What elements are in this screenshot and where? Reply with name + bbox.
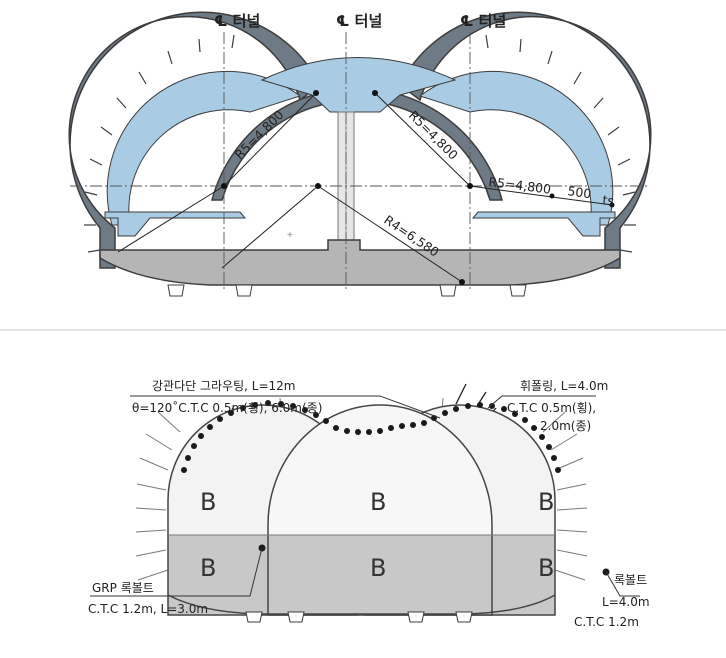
bottom-footing-3 xyxy=(455,611,473,623)
zone-label-lower-right: B xyxy=(538,554,554,582)
center-large-tunnel-lower xyxy=(267,535,493,616)
top-rock-bolts xyxy=(84,34,636,253)
left-tunnel-shell xyxy=(68,11,321,269)
rockbolt-note-line1: 록볼트 xyxy=(614,573,647,587)
leader-lines xyxy=(90,395,640,597)
zone-label-upper-center: B xyxy=(370,488,386,516)
bottom-footing-4 xyxy=(407,611,425,623)
rockbolt-note-line2: L=4.0m xyxy=(602,595,650,609)
grouting-dots xyxy=(181,400,610,576)
survey-marker: + xyxy=(287,230,293,241)
offset-label: 500 xyxy=(567,183,593,201)
grouting-note-line1: 강관다단 그라우팅, L=12m xyxy=(152,379,295,393)
rockbolt-note-line3: C.T.C 1.2m xyxy=(574,615,639,629)
radius-points xyxy=(221,90,615,285)
footing-4 xyxy=(509,284,527,297)
zone-label-upper-right: B xyxy=(538,488,554,516)
radius-lines xyxy=(117,92,613,283)
top-tunnel-section: + ℄ 터널 ℄ 터널 ℄ 터널 R5=4,800 R5=4,800 R5=4,… xyxy=(68,11,652,297)
centerline-label-right: ℄ 터널 xyxy=(460,12,506,30)
zone-label-lower-center: B xyxy=(370,554,386,582)
center-large-tunnel-upper xyxy=(267,404,493,535)
left-ledge xyxy=(104,211,247,237)
center-tunnel-crown xyxy=(211,87,503,201)
bottom-tunnel-section: B B B B B B 강관다단 그라우팅, L=12m θ=120˚C.T.C… xyxy=(88,379,650,629)
bottom-footing-2 xyxy=(287,611,305,623)
thickness-label: ts xyxy=(602,192,615,208)
forepoling-note-line1: 휘폴링, L=4.0m xyxy=(520,379,608,393)
footing-1 xyxy=(167,284,185,297)
footing-3 xyxy=(439,284,457,297)
invert-floor xyxy=(99,239,621,286)
zone-label-upper-left: B xyxy=(200,488,216,516)
centerline-label-left: ℄ 터널 xyxy=(214,12,260,30)
forepoling-note-line2: C.T.C 0.5m(횡), xyxy=(507,401,596,415)
centerlines xyxy=(70,32,650,290)
radius-label-left: R5=4,800 xyxy=(232,107,287,162)
center-tunnel-lining xyxy=(260,57,457,113)
bottom-footing-1 xyxy=(245,611,263,623)
footing-2 xyxy=(235,284,253,297)
left-tunnel-lining xyxy=(106,70,302,226)
right-ledge xyxy=(471,211,616,237)
grp-bolt-note-line2: C.T.C 1.2m, L=3.0m xyxy=(88,602,208,616)
centerline-label-center: ℄ 터널 xyxy=(336,12,382,30)
grouting-note-line2: θ=120˚C.T.C 0.5m(횡), 6.0m(종) xyxy=(132,400,322,415)
grp-bolt-note-line1: GRP 록볼트 xyxy=(92,581,154,595)
right-tunnel-shell xyxy=(399,11,652,269)
zone-label-lower-left: B xyxy=(200,554,216,582)
bottom-invert xyxy=(167,594,556,615)
forepoling-note-line3: 2.0m(종) xyxy=(540,419,591,433)
